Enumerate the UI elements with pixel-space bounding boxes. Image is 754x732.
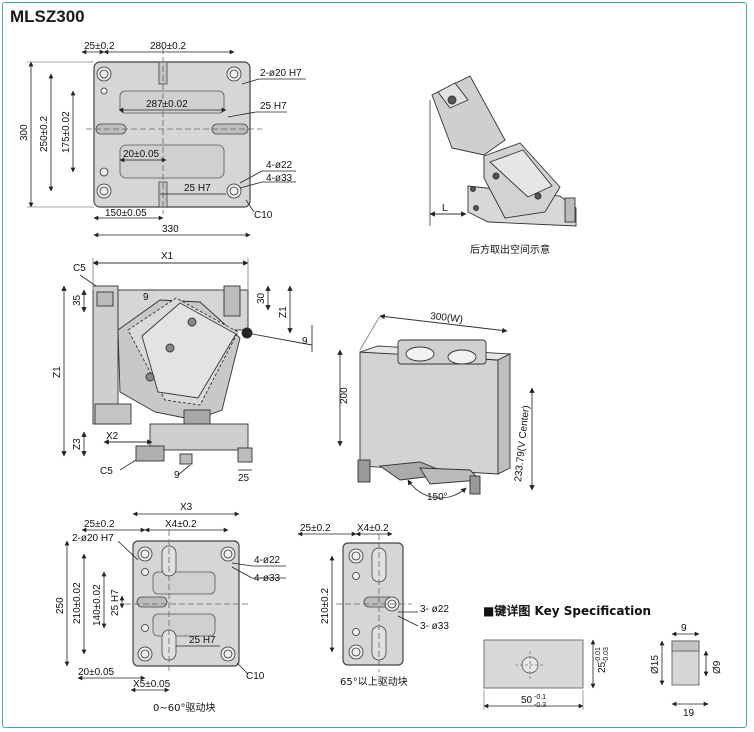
dim-25-c: 25±0.2 xyxy=(300,523,331,534)
bottom-view-0-60-labels: X3 25±0.2 X4±0.2 2-ø20 H7 4-ø22 4-ø33 25… xyxy=(55,502,281,714)
dim-330: 330 xyxy=(162,224,179,235)
dim-25: 25±0.2 xyxy=(84,41,115,52)
label-hole-2-b: 2-ø20 H7 xyxy=(72,533,114,544)
label-hole-3a: 3- ø22 xyxy=(420,604,449,615)
key-spec-title: ■键详图 Key Specification xyxy=(483,603,651,618)
label-c10-b: C10 xyxy=(246,671,265,682)
dim-250-b: 250 xyxy=(55,597,66,614)
dim-X5: X5±0.05 xyxy=(133,679,171,690)
dim-X1: X1 xyxy=(161,251,174,262)
label-hole-3b: 3- ø33 xyxy=(420,621,449,632)
label-c10: C10 xyxy=(254,210,273,221)
label-key-25-c: 25 H7 xyxy=(110,589,121,616)
page-title: MLSZ300 xyxy=(10,7,85,26)
bottom-view-0-60 xyxy=(64,511,286,693)
key-specification-labels: ■键详图 Key Specification 50 -0.1 -0.3 25 -… xyxy=(483,603,723,719)
key-d19: 19 xyxy=(683,708,695,719)
dim-150-angle: 150° xyxy=(427,492,448,503)
dim-Z3: Z3 xyxy=(72,438,83,450)
key-len-tol-dn: -0.3 xyxy=(534,702,546,709)
dim-175: 175±0.02 xyxy=(61,111,72,153)
key-wid-tol-dn: -0.03 xyxy=(603,647,610,663)
dim-Z1-right: Z1 xyxy=(278,306,289,318)
isometric-view xyxy=(337,313,535,499)
key-d9-top: 9 xyxy=(681,623,687,634)
key-wid: 25 xyxy=(597,661,608,673)
dim-20: 20±0.05 xyxy=(123,149,160,160)
bottom-view-65 xyxy=(297,531,419,672)
dim-35: 35 xyxy=(72,294,83,306)
dim-287: 287±0.02 xyxy=(146,99,188,110)
mounting-hole-icon xyxy=(96,66,242,199)
dim-280: 280±0.2 xyxy=(150,41,187,52)
label-key-25-d: 25 H7 xyxy=(189,635,216,646)
dim-25-side: 25 xyxy=(238,473,250,484)
key-specification xyxy=(483,631,709,710)
rear-removal-view xyxy=(429,75,577,227)
dim-9-angle: 9 xyxy=(302,336,308,347)
dim-L: L xyxy=(442,203,448,214)
dim-9-bottom: 9 xyxy=(174,470,180,481)
border-frame xyxy=(2,2,747,728)
upper-slot xyxy=(119,90,225,114)
label-hole-4a-b: 4-ø22 xyxy=(254,555,281,566)
top-plan-view xyxy=(27,48,306,238)
dim-25-b: 25±0.2 xyxy=(84,519,115,530)
top-plan-labels: 25±0.2 280±0.2 2-ø20 H7 287±0.02 25 H7 2… xyxy=(19,41,302,235)
label-key-25-b: 25 H7 xyxy=(184,183,211,194)
dim-210-b: 210±0.02 xyxy=(72,582,83,624)
caption-0-60: 0~60°驱动块 xyxy=(153,702,215,714)
label-key-25-a: 25 H7 xyxy=(260,101,287,112)
side-section-labels: X1 C5 35 9 30 Z1 9 Z1 Z3 X2 C5 9 25 xyxy=(52,251,308,484)
dim-140: 140±0.02 xyxy=(92,584,103,626)
dim-9-top: 9 xyxy=(143,292,149,303)
dim-150: 150±0.05 xyxy=(105,208,147,219)
dim-250: 250±0.2 xyxy=(39,115,50,152)
label-C5-bottom: C5 xyxy=(100,466,113,477)
label-C5-top: C5 xyxy=(73,263,86,274)
dim-vcenter: 233.79(V Center) xyxy=(513,405,532,482)
side-section-view xyxy=(61,258,313,476)
bottom-view-65-labels: 25±0.2 X4±0.2 210±0.2 3- ø22 3- ø33 65°以… xyxy=(300,523,449,688)
dim-300W: 300(W) xyxy=(430,311,464,325)
key-len-tol-up: -0.1 xyxy=(534,694,546,701)
dim-20-b: 20±0.05 xyxy=(78,667,115,678)
label-hole-2: 2-ø20 H7 xyxy=(260,68,302,79)
key-len: 50 xyxy=(521,695,533,706)
dim-200: 200 xyxy=(339,387,350,404)
key-d15: Ø15 xyxy=(650,655,661,674)
dim-X4-b: X4±0.2 xyxy=(357,523,389,534)
dim-X2: X2 xyxy=(106,431,119,442)
dim-210-c: 210±0.2 xyxy=(320,587,331,624)
caption-rear-removal: 后方取出空间示意 xyxy=(470,243,550,256)
key-d9-side: Ø9 xyxy=(712,660,723,674)
label-hole-4b-b: 4-ø33 xyxy=(254,573,281,584)
dim-X4: X4±0.2 xyxy=(165,519,197,530)
dim-300: 300 xyxy=(19,124,30,141)
label-hole-4a: 4-ø22 xyxy=(266,160,293,171)
dim-Z1-left: Z1 xyxy=(52,366,63,378)
label-hole-4b: 4-ø33 xyxy=(266,173,293,184)
caption-65: 65°以上驱动块 xyxy=(340,676,408,688)
key-wid-tol-up: -0.01 xyxy=(595,647,602,663)
dim-X3: X3 xyxy=(180,502,193,513)
base-plate xyxy=(93,61,251,208)
dim-30: 30 xyxy=(256,292,267,304)
